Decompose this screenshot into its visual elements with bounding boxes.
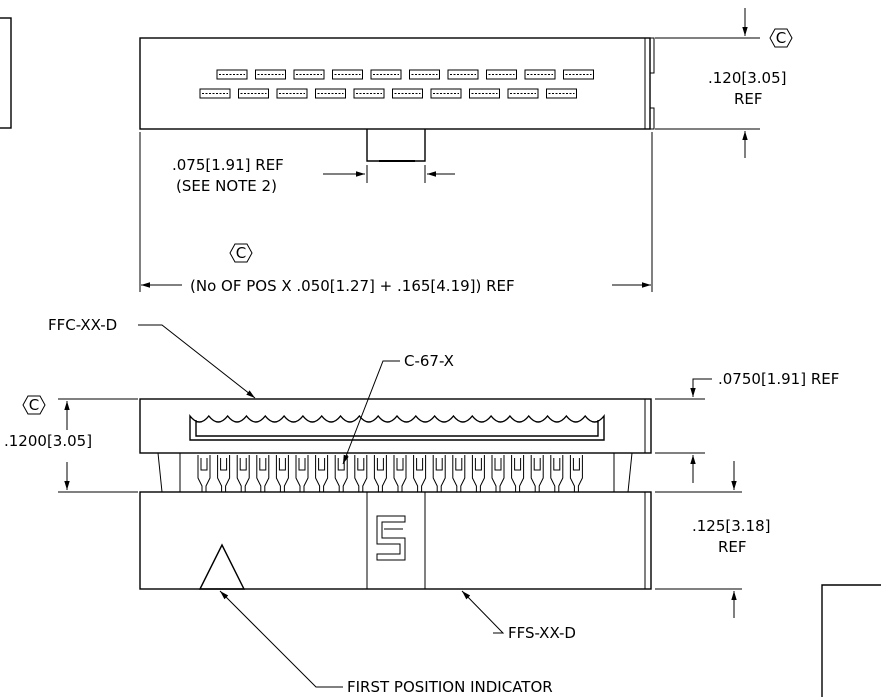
leader-line [342,360,400,465]
cable-slot [189,413,605,441]
adjacent-view-frame [821,584,881,697]
dim-075-label: .075[1.91] REF [172,156,284,174]
side-view: FFC-XX-D C-67-X C .1200[3.05] .0750[1.91… [4,316,839,696]
see-note-label: (SEE NOTE 2) [176,177,277,195]
contact-pad [563,69,594,80]
contact-pad [276,88,308,99]
contact-pin [452,455,466,492]
contact-pad [216,69,248,80]
contact-pin [315,455,329,492]
contact-pin [393,455,407,492]
contact-rows [199,69,594,99]
contact-pin [432,455,446,492]
contact-pad [392,88,423,99]
ffs-body [139,491,652,590]
revision-symbol: C [776,29,786,47]
polarization-key [366,129,426,162]
contact-pin [354,455,368,492]
contact-pad [199,88,231,99]
contact-pin [197,455,211,492]
c67-label: C-67-X [404,352,454,370]
revision-hexagon [769,28,793,48]
dim-0750-label: .0750[1.91] REF [718,370,839,388]
housing-leg [157,452,633,493]
leader-line [461,590,505,634]
contact-pin [511,455,525,492]
ffs-label: FFS-XX-D [508,624,576,642]
samtec-logo [376,515,406,561]
contact-pad [293,69,325,80]
top-view: .075[1.91] REF (SEE NOTE 2) (No OF POS X… [139,8,793,295]
end-tab [649,37,655,74]
dim-125-ref: REF [718,538,747,556]
contact-pad [486,69,517,80]
contact-pin [275,455,289,492]
dim-120-label: .120[3.05] [708,69,787,87]
dim-120-ref: REF [734,90,763,108]
contact-pin [373,455,387,492]
contact-pad [447,69,479,80]
contact-pad [370,69,402,80]
contact-pin [550,455,564,492]
contact-pin [530,455,544,492]
contact-pad [315,88,346,99]
leader-line [138,324,256,399]
contact-pad [332,69,363,80]
contact-pin [334,455,348,492]
contact-pin [413,455,427,492]
first-position-label: FIRST POSITION INDICATOR [347,678,553,696]
end-tab [649,107,655,130]
contact-pin [236,455,250,492]
contact-pad [507,88,539,99]
ffc-body [139,398,652,454]
leader-line [219,590,343,688]
revision-hexagon [22,395,46,415]
dim-arrow [690,378,712,397]
contact-pins [197,455,583,492]
contact-pin [256,455,270,492]
contact-pad [255,69,286,80]
dim-1200-label: .1200[3.05] [4,432,92,450]
revision-symbol: C [29,396,39,414]
contact-pad [430,88,462,99]
connector-top-outline [139,37,651,130]
overall-width-label: (No OF POS X .050[1.27] + .165[4.19]) RE… [190,277,515,295]
ffc-label: FFC-XX-D [48,316,117,334]
contact-pin [295,455,309,492]
contact-pad [409,69,440,80]
contact-pad [546,88,577,99]
contact-pad [238,88,269,99]
contact-pad [524,69,556,80]
contact-pin [569,455,583,492]
dim-125-label: .125[3.18] [692,517,771,535]
contact-pin [471,455,485,492]
contact-pin [217,455,231,492]
revision-symbol: C [236,244,246,262]
contact-pad [469,88,500,99]
revision-hexagon [229,243,253,263]
contact-pad [353,88,385,99]
adjacent-view-frame [0,17,12,129]
contact-pin [491,455,505,492]
first-position-indicator [198,543,246,590]
